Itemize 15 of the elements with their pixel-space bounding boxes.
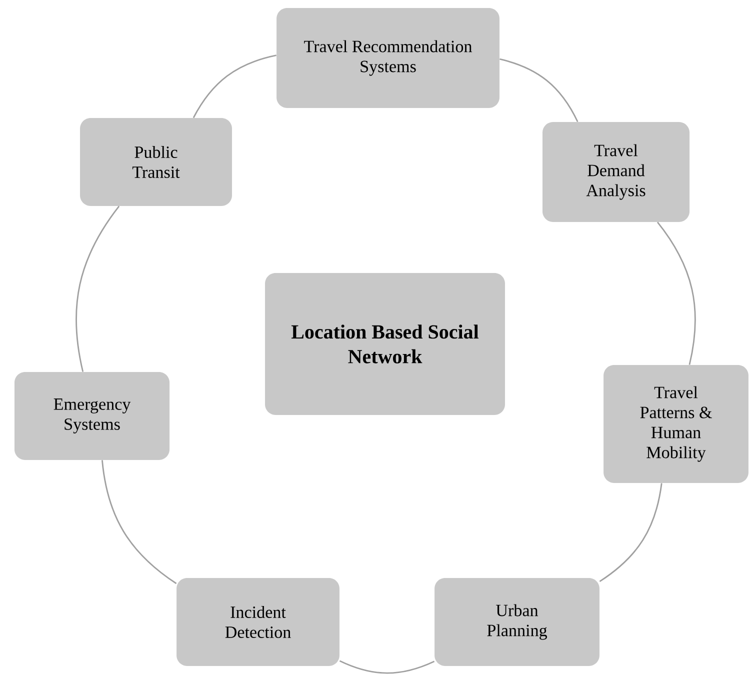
topic-box: Travel Demand Analysis — [542, 122, 690, 222]
topic-box: Incident Detection — [176, 578, 340, 666]
connector-arc — [599, 483, 662, 582]
topic-box: Urban Planning — [434, 578, 600, 666]
topic-box: Public Transit — [80, 118, 232, 206]
connector-arc — [339, 660, 435, 674]
connector-arc — [500, 58, 578, 122]
topic-box: Emergency Systems — [14, 372, 170, 460]
connector-arc — [76, 206, 120, 372]
topic-box: Travel Recommendation Systems — [276, 8, 500, 108]
topic-box: Travel Patterns & Human Mobility — [604, 365, 748, 483]
connector-arc — [656, 222, 696, 365]
connector-arc — [101, 460, 177, 584]
topic-box: Location Based Social Network — [265, 273, 505, 415]
connector-arc — [192, 54, 276, 118]
